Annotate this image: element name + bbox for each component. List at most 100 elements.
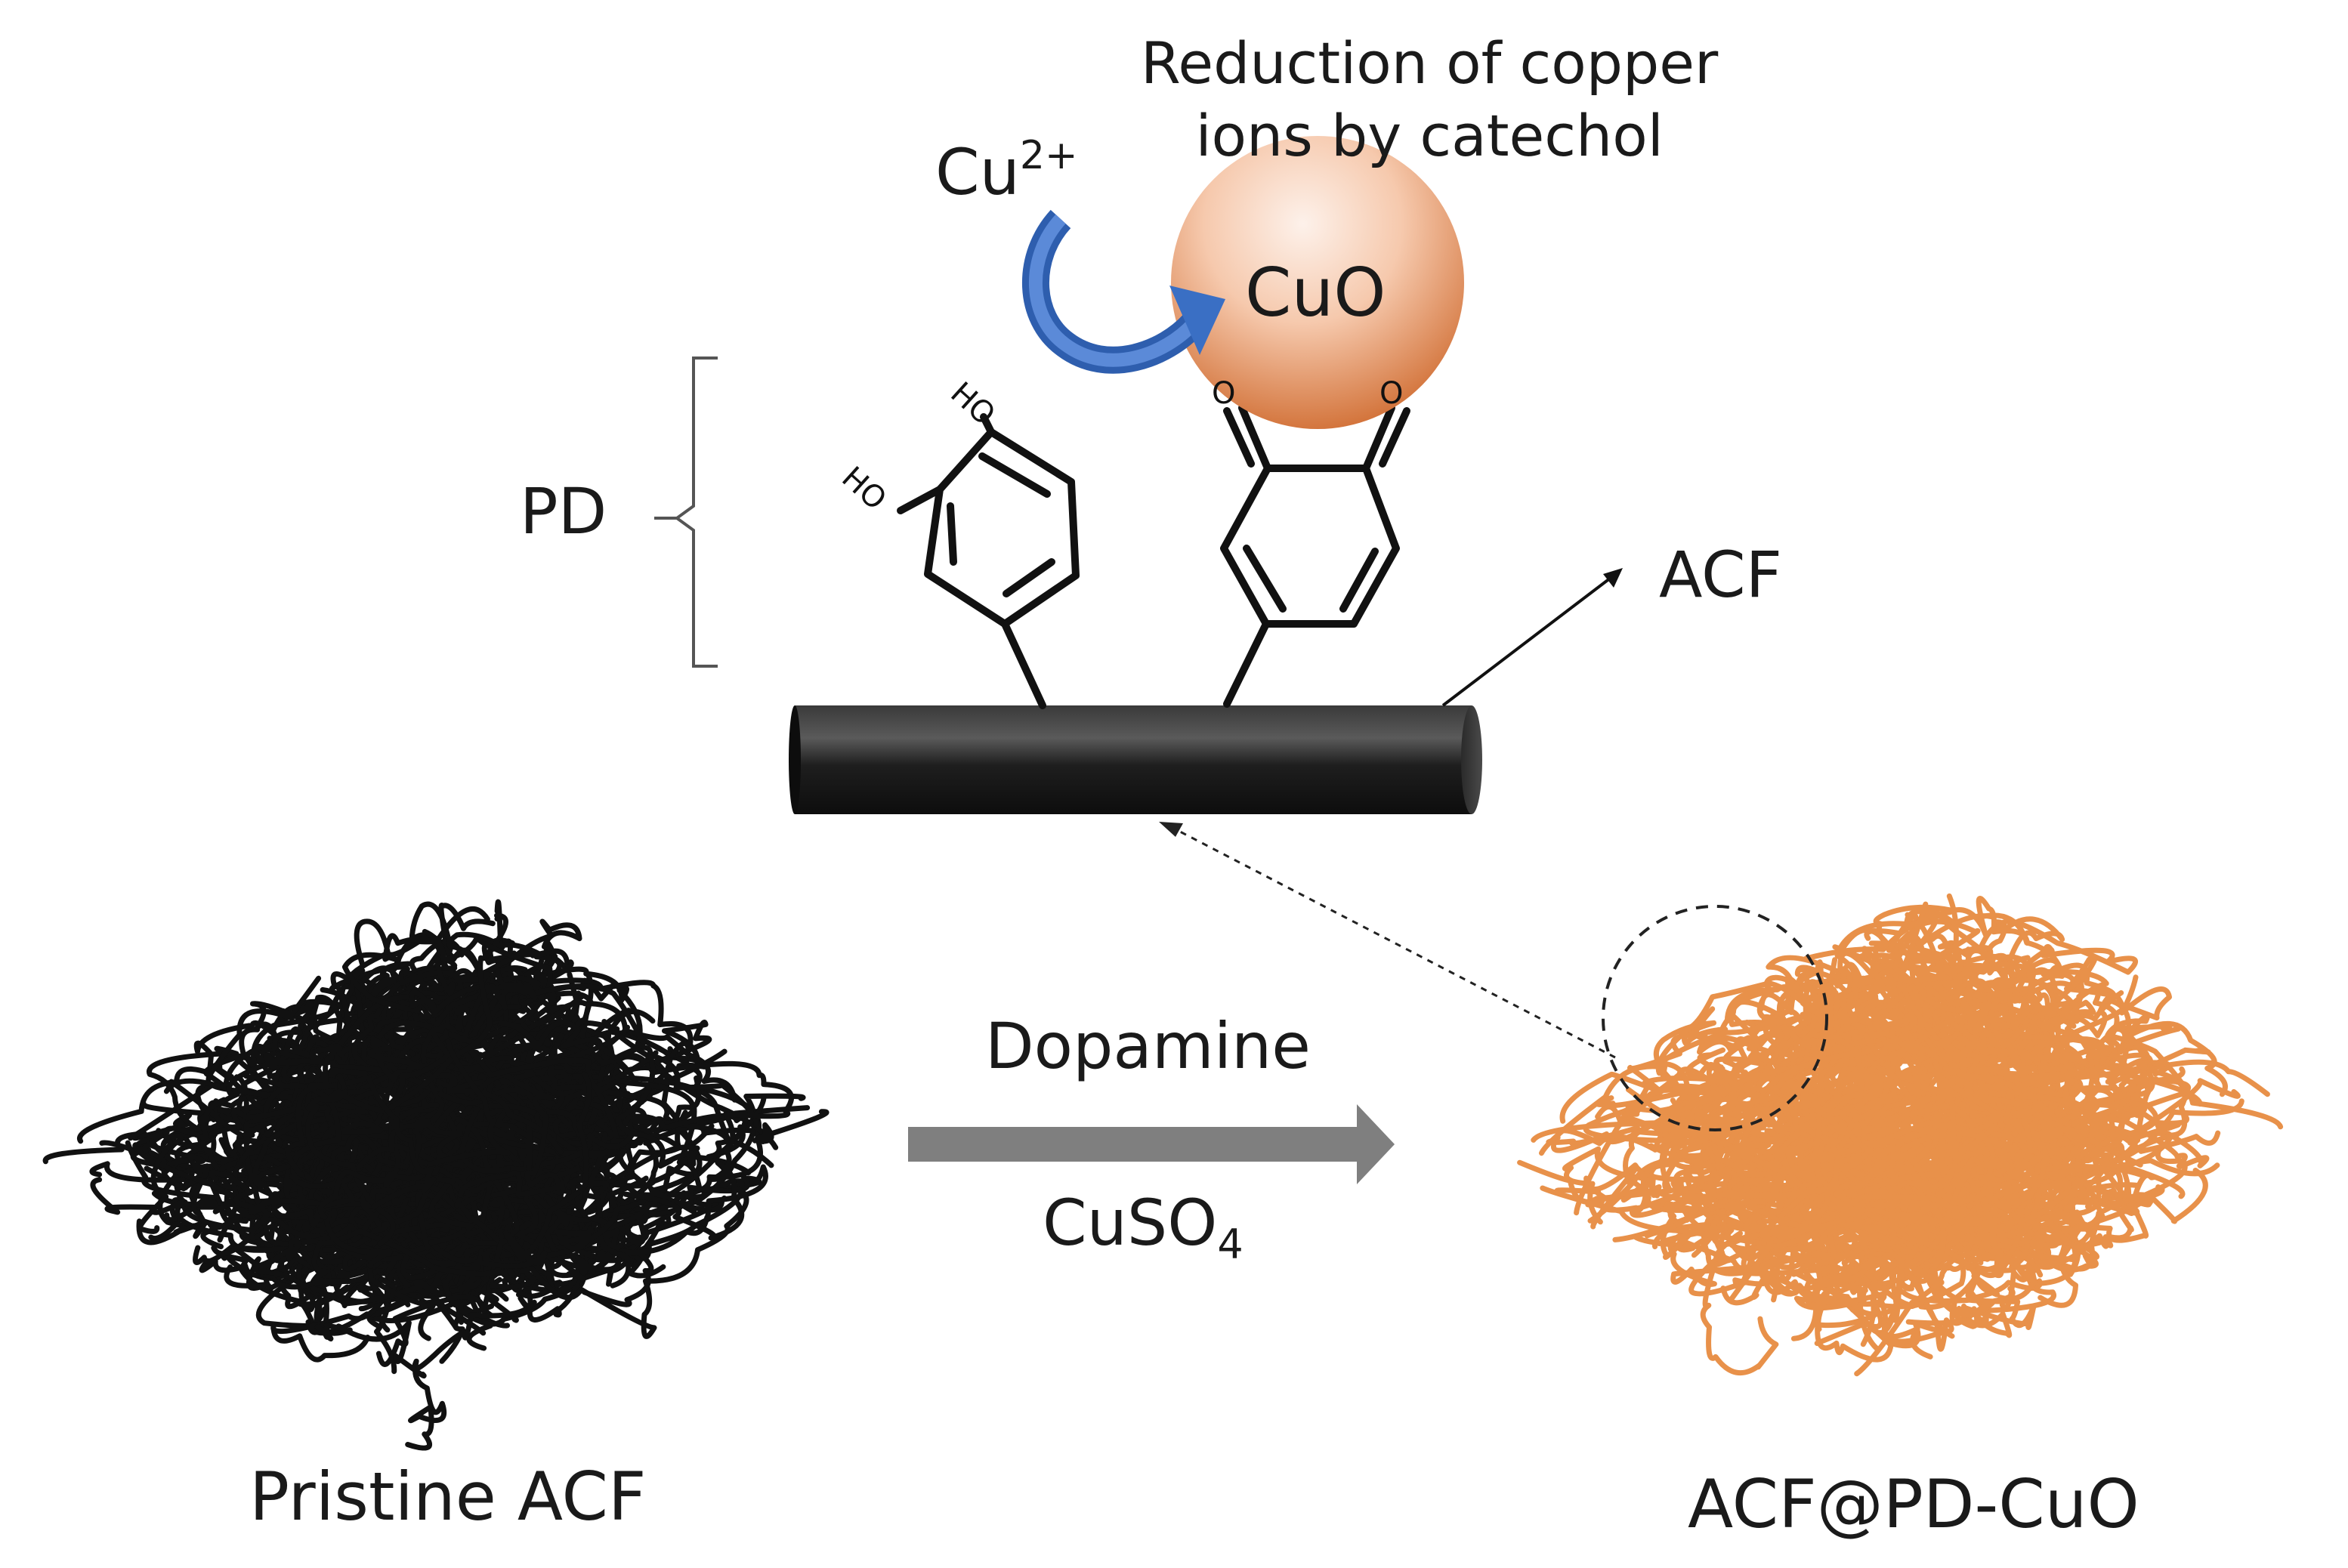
acf-fiber-rod [789,705,1482,814]
fiber-strand [516,969,694,1059]
fiber-strand [474,1071,592,1271]
fiber-strand [1682,1186,1967,1215]
fiber-strand [1583,1103,1777,1222]
zoom-connector-arrowhead [1159,822,1183,837]
fiber-strand [1923,1062,2019,1269]
fiber-strand [555,1174,750,1251]
fiber-strand [42,1113,232,1191]
quinone-structure [1220,404,1410,708]
fiber-strand [1766,921,1950,1026]
acf-pd-cuo-label: ACF@PD-CuO [1688,1465,2139,1543]
fiber-strand [538,1078,749,1159]
copper-ion-label: Cu2+ [935,133,1078,209]
cu-ion-arrow [1021,209,1225,374]
fiber-strand [329,977,419,1104]
fiber-strand [541,1131,610,1256]
fiber-strand [1793,959,2013,1070]
fiber-strand [292,1008,453,1126]
pd-label: PD [520,474,607,548]
reduction-caption: Reduction of copper ions by catechol [1141,27,1718,172]
fiber-strand [1815,1259,1954,1363]
fiber-strand [1595,980,1827,1108]
fiber-strand [498,1020,638,1086]
fiber-strand [1914,1019,2043,1171]
fiber-strand [402,985,498,1184]
fiber-strand [77,975,322,1144]
fiber-strand [137,1097,227,1234]
fiber-strand [1634,1047,1725,1114]
fiber-strand [382,1023,696,1121]
fiber-strand [388,928,553,1156]
fiber-strand [1896,1101,2037,1330]
fiber-strand [1988,1013,2284,1130]
fiber-strand [1539,1014,1959,1156]
fiber-strand [529,1186,749,1339]
fiber-strand [457,1072,561,1198]
quinone-oxygen-left: O [1212,376,1235,411]
fiber-strand [1871,1078,2035,1237]
cuso4-label: CuSO4 [1043,1186,1244,1268]
catechol-structure [897,413,1080,709]
fiber-strand [341,952,490,1016]
fiber-strand [1860,1041,1923,1347]
fiber-strand [1753,1163,1976,1208]
fiber-strand [1699,957,1838,1168]
fiber-strand [1723,1197,1802,1297]
fiber-strand [255,1110,347,1329]
fiber-strand [1756,1013,1963,1193]
fiber-strand [1745,1032,1897,1240]
acf-label: ACF [1659,538,1782,612]
hydroxyl-label-lower: HO [835,460,893,517]
fiber-strand [367,1036,564,1155]
acf-pointer-arrowhead [1603,568,1623,588]
cuo-particle [1171,136,1464,429]
fiber-strand [1706,1094,1778,1160]
fiber-strand [2074,1076,2192,1206]
fiber-strand [1559,1006,1716,1124]
fiber-strand [1879,1006,1944,1172]
acf-pointer-arrow [1441,574,1615,707]
zoom-connector-arrow [1178,829,1616,1059]
copper-ion-charge: 2+ [1019,133,1078,178]
fiber-strand [1720,1273,1889,1329]
fiber-strand [484,983,759,1128]
copper-ion-symbol: Cu [935,135,1020,209]
fiber-strand [163,1026,318,1128]
reaction-arrow [908,1104,1395,1184]
pristine-acf-label: Pristine ACF [249,1458,647,1536]
cuo-label: CuO [1245,254,1386,332]
pd-brace [674,357,718,668]
fiber-strand [200,1198,258,1249]
quinone-oxygen-right: O [1379,376,1403,411]
fiber-strand [390,1125,570,1294]
fiber-strand [1731,1081,1877,1252]
reduction-caption-line-2: ions by catechol [1195,102,1664,169]
fiber-strand [2063,1026,2135,1216]
fiber-strand [243,1094,467,1249]
fiber-strand [1834,993,2101,1085]
fiber-strand [314,1320,427,1379]
fiber-strand [405,1299,537,1451]
reduction-caption-line-1: Reduction of copper [1141,29,1719,97]
hydroxyl-label-upper: HO [944,375,1002,432]
fiber-strand [1654,1020,1747,1154]
dopamine-label: Dopamine [985,1009,1311,1083]
fiber-strand [428,1165,559,1236]
cuso4-subscript: 4 [1217,1221,1244,1268]
zoom-circle [1602,905,1828,1131]
fiber-strand [1949,945,2043,1031]
fiber-strand [89,1152,291,1264]
fiber-strand [258,1228,502,1289]
fiber-strand [366,1075,437,1209]
fiber-strand [1832,944,2025,1272]
fiber-strand [226,1043,343,1178]
fiber-strand [1688,1256,1779,1376]
fiber-strand [489,1216,624,1290]
fiber-strand [1585,1048,1974,1208]
fiber-strand [409,982,538,1048]
pristine-acf-mesh [42,899,830,1451]
acf-pd-cuo-mesh [1517,893,2284,1377]
fiber-strand [623,1109,791,1241]
